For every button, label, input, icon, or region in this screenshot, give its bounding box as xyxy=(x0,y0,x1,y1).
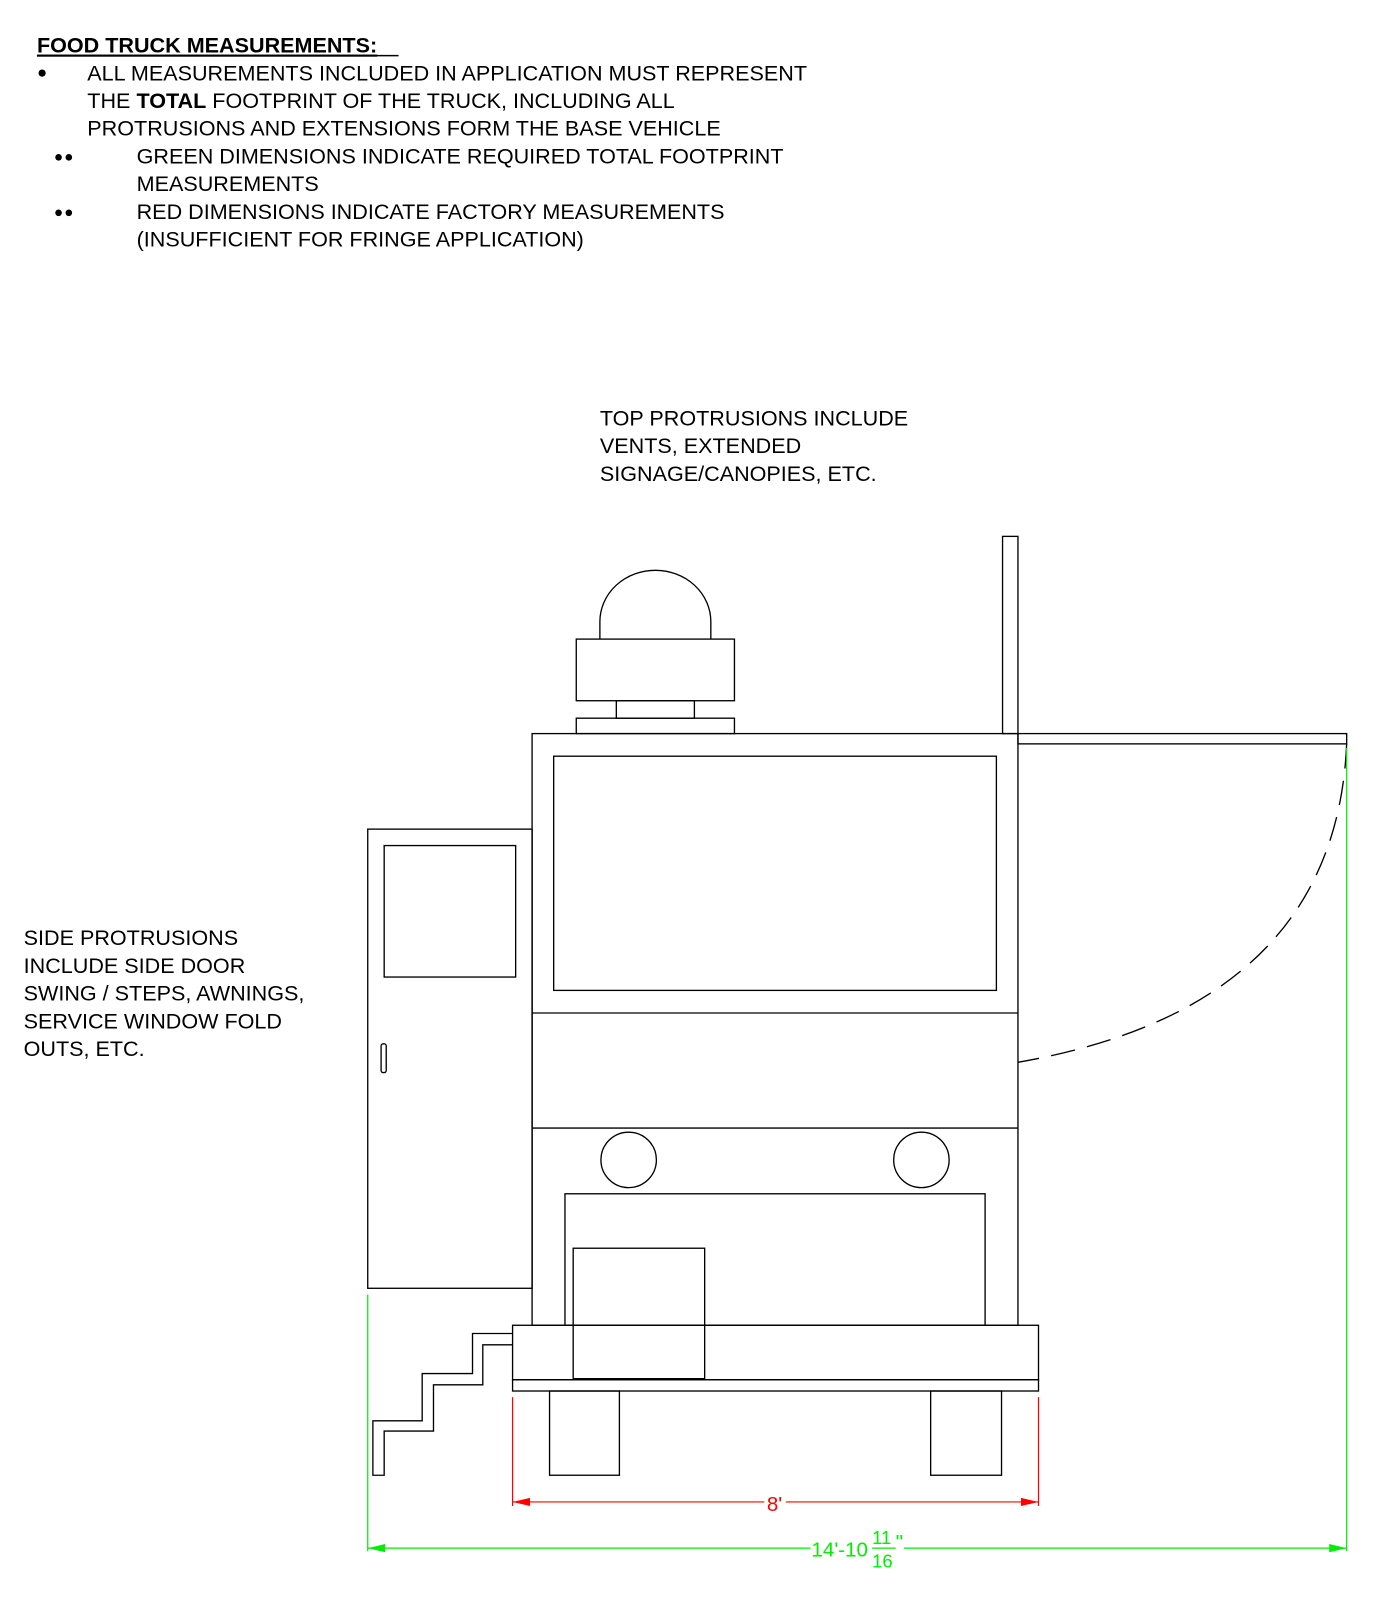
total-width-label: 14'-10 xyxy=(811,1538,867,1561)
note-line: GREEN DIMENSIONS INDICATE REQUIRED TOTAL… xyxy=(137,143,784,168)
note-line: (INSUFFICIENT FOR FRINGE APPLICATION) xyxy=(137,227,584,252)
side-protrusions-note: SIDE PROTRUSIONS INCLUDE SIDE DOOR SWING… xyxy=(24,925,305,1061)
note-line: MEASUREMENTS xyxy=(137,171,319,196)
inch-mark: " xyxy=(896,1531,903,1554)
bullet-icon xyxy=(55,154,62,161)
door-window xyxy=(383,844,517,978)
note-line: ALL MEASUREMENTS INCLUDED IN APPLICATION… xyxy=(87,60,807,85)
truck xyxy=(367,535,1348,1476)
note-line: PROTRUSIONS AND EXTENSIONS FORM THE BASE… xyxy=(87,116,720,141)
svg-text:VENTS, EXTENDED: VENTS, EXTENDED xyxy=(600,433,801,458)
top-protrusions-note: TOP PROTRUSIONS INCLUDE VENTS, EXTENDED … xyxy=(600,405,908,485)
note-line: RED DIMENSIONS INDICATE FACTORY MEASUREM… xyxy=(137,199,725,224)
canopy-swing-arc xyxy=(1017,743,1348,1063)
svg-text:INCLUDE SIDE DOOR: INCLUDE SIDE DOOR xyxy=(24,953,246,978)
svg-text:OUTS, ETC.: OUTS, ETC. xyxy=(24,1036,145,1061)
grille xyxy=(564,1193,986,1326)
svg-text:SIDE PROTRUSIONS: SIDE PROTRUSIONS xyxy=(24,925,238,950)
bullet-icon xyxy=(55,209,62,217)
notes-title: FOOD TRUCK MEASUREMENTS: xyxy=(37,33,377,58)
svg-text:SWING / STEPS, AWNINGS,: SWING / STEPS, AWNINGS, xyxy=(24,981,305,1006)
steps xyxy=(372,1332,513,1476)
license-plate xyxy=(572,1247,706,1380)
headlight xyxy=(600,1131,658,1189)
factory-width-label: 8' xyxy=(767,1493,782,1516)
headlight xyxy=(893,1131,950,1189)
vent-dome xyxy=(599,569,712,640)
svg-text:SIGNAGE/CANOPIES, ETC.: SIGNAGE/CANOPIES, ETC. xyxy=(600,461,877,486)
tire xyxy=(548,1390,621,1476)
tire xyxy=(929,1390,1003,1476)
notes-block: FOOD TRUCK MEASUREMENTS: ALL MEASUREMENT… xyxy=(36,33,807,252)
vent-housing xyxy=(575,638,736,702)
total-width-denominator: 16 xyxy=(872,1551,893,1572)
canopy xyxy=(1017,732,1348,745)
total-width-numerator: 11 xyxy=(872,1527,891,1548)
bumper xyxy=(511,1324,1040,1381)
door-handle xyxy=(380,1043,387,1074)
signage-pole xyxy=(1001,535,1019,735)
windshield xyxy=(552,755,998,992)
bullet-icon xyxy=(38,69,46,77)
svg-text:SERVICE WINDOW FOLD: SERVICE WINDOW FOLD xyxy=(24,1008,282,1033)
svg-text:TOP PROTRUSIONS INCLUDE: TOP PROTRUSIONS INCLUDE xyxy=(600,405,908,430)
total-dimension: 14'-10 11 16 " xyxy=(367,747,1348,1572)
side-door xyxy=(367,828,533,1289)
note-line: THE TOTAL FOOTPRINT OF THE TRUCK, INCLUD… xyxy=(87,88,674,113)
truck-body xyxy=(531,732,1019,1326)
factory-dimension: 8' xyxy=(511,1397,1040,1516)
